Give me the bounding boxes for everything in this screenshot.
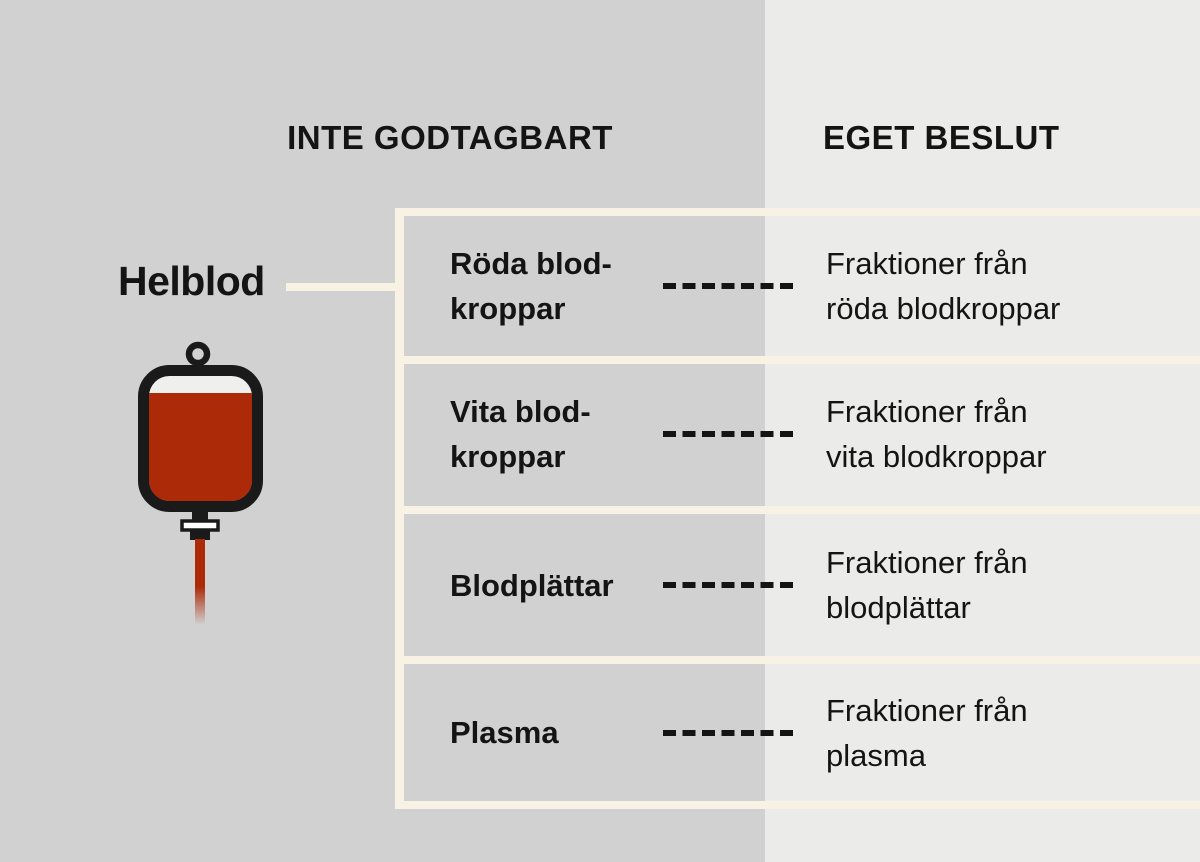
component-row-plasma: Plasma Fraktioner från plasma	[404, 664, 1200, 801]
column-header-own-decision: EGET BESLUT	[823, 119, 1060, 156]
bag-port-nozzle	[190, 530, 210, 540]
component-label: Blodplättar	[450, 567, 614, 603]
fraction-label: Fraktioner från röda blodkroppar	[826, 246, 1061, 326]
column-header-not-acceptable: INTE GODTAGBART	[287, 119, 613, 156]
component-label: Vita blod- kroppar	[450, 394, 591, 474]
component-label: Röda blod- kroppar	[450, 246, 612, 326]
table-divider-line	[395, 801, 1200, 809]
component-label: Plasma	[450, 715, 559, 750]
fraction-label: Fraktioner från blodplättar	[826, 545, 1028, 625]
bag-hanger-ring	[185, 341, 211, 367]
bag-port-stem	[192, 512, 208, 522]
bag-outline	[138, 365, 263, 512]
table-divider-line	[395, 506, 1200, 514]
dashed-connector	[663, 431, 793, 437]
bag-tube	[195, 539, 205, 625]
blood-fill	[149, 393, 252, 501]
blood-bag-icon	[138, 341, 263, 625]
whole-blood-label: Helblod	[118, 258, 265, 304]
fractions-table: Röda blod- kroppar Fraktioner från röda …	[395, 208, 1200, 809]
whole-blood-connector-line	[286, 283, 398, 291]
component-row-red-cells: Röda blod- kroppar Fraktioner från röda …	[404, 216, 1200, 356]
dashed-connector	[663, 283, 793, 289]
table-divider-line	[395, 656, 1200, 664]
component-row-platelets: Blodplättar Fraktioner från blodplättar	[404, 514, 1200, 656]
fraction-label: Fraktioner från vita blodkroppar	[826, 394, 1047, 474]
fraction-label: Fraktioner från plasma	[826, 692, 1028, 773]
dashed-connector	[663, 729, 793, 736]
table-divider-line	[395, 356, 1200, 364]
component-row-white-cells: Vita blod- kroppar Fraktioner från vita …	[404, 364, 1200, 504]
bag-port-cap	[180, 519, 220, 532]
dashed-connector	[663, 582, 793, 588]
table-divider-line	[395, 208, 1200, 216]
